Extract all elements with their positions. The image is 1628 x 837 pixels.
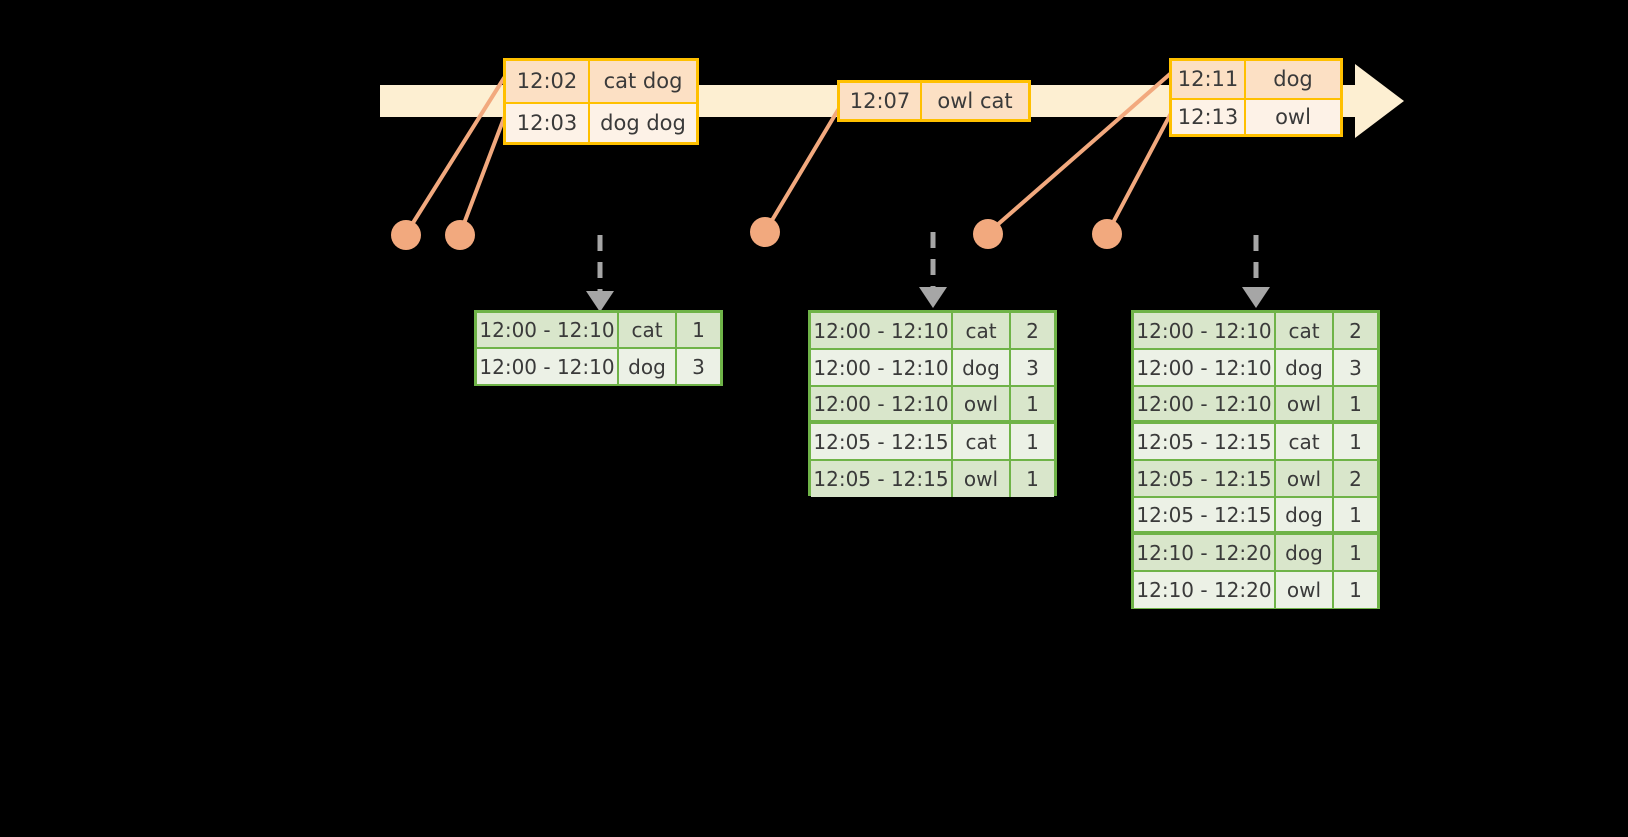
cell-count: 1 — [1349, 540, 1362, 565]
cell-word: dog — [1276, 350, 1334, 385]
event-time: 12:02 — [506, 61, 590, 102]
cell-word: cat — [1276, 313, 1334, 348]
cell-window: 12:05 - 12:15 — [811, 461, 953, 497]
stage-flow-arrows — [586, 232, 1270, 312]
event-group-2: 12:07 owl cat — [837, 80, 1031, 122]
result-table-stage-2: 12:00 - 12:10 cat 2 12:00 - 12:10 dog 3 … — [808, 310, 1057, 497]
table-row: 12:00 - 12:10 owl 1 — [1134, 387, 1377, 424]
event-words: dog — [1273, 67, 1313, 91]
cell-word: owl — [953, 461, 1011, 497]
cell-window: 12:05 - 12:15 — [1134, 498, 1276, 531]
event-marker-1203 — [445, 220, 475, 250]
cell-word: dog — [1276, 498, 1334, 531]
cell-window: 12:00 - 12:10 — [477, 313, 619, 347]
cell-count: 3 — [1349, 355, 1362, 380]
event-group-3: 12:11 dog 12:13 owl — [1169, 58, 1343, 137]
cell-window: 12:00 - 12:10 — [477, 349, 619, 384]
event-marker-dots — [391, 217, 1122, 250]
event-marker-1211 — [973, 219, 1003, 249]
event-time: 12:13 — [1172, 100, 1246, 134]
cell-window: 12:10 - 12:20 — [1134, 535, 1276, 570]
cell-window: 12:05 - 12:15 — [1134, 424, 1276, 459]
event-marker-1202 — [391, 220, 421, 250]
event-marker-1207 — [750, 217, 780, 247]
cell-window: 12:05 - 12:15 — [811, 424, 953, 459]
cell-count: 1 — [1026, 429, 1039, 454]
table-row: 12:00 - 12:10 cat 2 — [811, 313, 1054, 350]
cell-word: dog — [953, 350, 1011, 385]
event-words: cat dog — [603, 69, 683, 93]
cell-word: cat — [1276, 424, 1334, 459]
cell-window: 12:00 - 12:10 — [1134, 313, 1276, 348]
cell-count: 3 — [1026, 355, 1039, 380]
table-row: 12:00 - 12:10 owl 1 — [811, 387, 1054, 424]
cell-word: owl — [1276, 387, 1334, 420]
event-time: 12:07 — [840, 83, 922, 119]
cell-window: 12:10 - 12:20 — [1134, 572, 1276, 608]
table-row: 12:00 - 12:10 dog 3 — [1134, 350, 1377, 387]
event-words: owl cat — [937, 88, 1013, 113]
cell-count: 3 — [692, 354, 705, 379]
cell-word: owl — [1276, 461, 1334, 496]
stage-flow-arrow-3 — [1242, 235, 1270, 308]
cell-word: owl — [1276, 572, 1334, 608]
cell-count: 1 — [1349, 578, 1362, 602]
result-table-stage-1: 12:00 - 12:10 cat 1 12:00 - 12:10 dog 3 — [474, 310, 723, 386]
table-row: 12:05 - 12:15 cat 1 — [1134, 424, 1377, 461]
event-group-1: 12:02 cat dog 12:03 dog dog — [503, 58, 699, 145]
cell-window: 12:00 - 12:10 — [1134, 350, 1276, 385]
table-row: 12:10 - 12:20 owl 1 — [1134, 572, 1377, 608]
table-row: 12:05 - 12:15 cat 1 — [811, 424, 1054, 461]
cell-word: dog — [1276, 535, 1334, 570]
cell-window: 12:00 - 12:10 — [811, 350, 953, 385]
cell-window: 12:00 - 12:10 — [811, 387, 953, 420]
cell-count: 1 — [692, 318, 705, 342]
cell-count: 2 — [1026, 318, 1039, 343]
cell-count: 1 — [1026, 391, 1039, 416]
event-row: 12:13 owl — [1172, 98, 1340, 134]
cell-count: 1 — [1026, 467, 1039, 491]
cell-word: cat — [619, 313, 677, 347]
event-row: 12:02 cat dog — [506, 61, 696, 102]
event-marker-1213 — [1092, 219, 1122, 249]
table-row: 12:10 - 12:20 dog 1 — [1134, 535, 1377, 572]
result-table-stage-3: 12:00 - 12:10 cat 2 12:00 - 12:10 dog 3 … — [1131, 310, 1380, 609]
event-row: 12:07 owl cat — [840, 83, 1028, 119]
table-row: 12:00 - 12:10 dog 3 — [477, 349, 720, 384]
event-row: 12:11 dog — [1172, 61, 1340, 98]
cell-word: cat — [953, 313, 1011, 348]
cell-count: 1 — [1349, 502, 1362, 527]
event-row: 12:03 dog dog — [506, 102, 696, 142]
cell-word: owl — [953, 387, 1011, 420]
stage-flow-arrow-2 — [919, 232, 947, 308]
event-words: owl — [1275, 104, 1311, 129]
event-words: dog dog — [600, 110, 686, 135]
cell-word: cat — [953, 424, 1011, 459]
cell-count: 2 — [1349, 318, 1362, 343]
table-row: 12:00 - 12:10 cat 1 — [477, 313, 720, 349]
event-time: 12:03 — [506, 104, 590, 142]
event-time: 12:11 — [1172, 61, 1246, 98]
cell-count: 1 — [1349, 429, 1362, 454]
stage-flow-arrow-1 — [586, 235, 614, 312]
cell-count: 1 — [1349, 391, 1362, 416]
table-row: 12:05 - 12:15 owl 1 — [811, 461, 1054, 497]
cell-word: dog — [619, 349, 677, 384]
table-row: 12:00 - 12:10 dog 3 — [811, 350, 1054, 387]
cell-count: 2 — [1349, 466, 1362, 491]
cell-window: 12:00 - 12:10 — [811, 313, 953, 348]
table-row: 12:00 - 12:10 cat 2 — [1134, 313, 1377, 350]
cell-window: 12:05 - 12:15 — [1134, 461, 1276, 496]
table-row: 12:05 - 12:15 dog 1 — [1134, 498, 1377, 535]
cell-window: 12:00 - 12:10 — [1134, 387, 1276, 420]
table-row: 12:05 - 12:15 owl 2 — [1134, 461, 1377, 498]
